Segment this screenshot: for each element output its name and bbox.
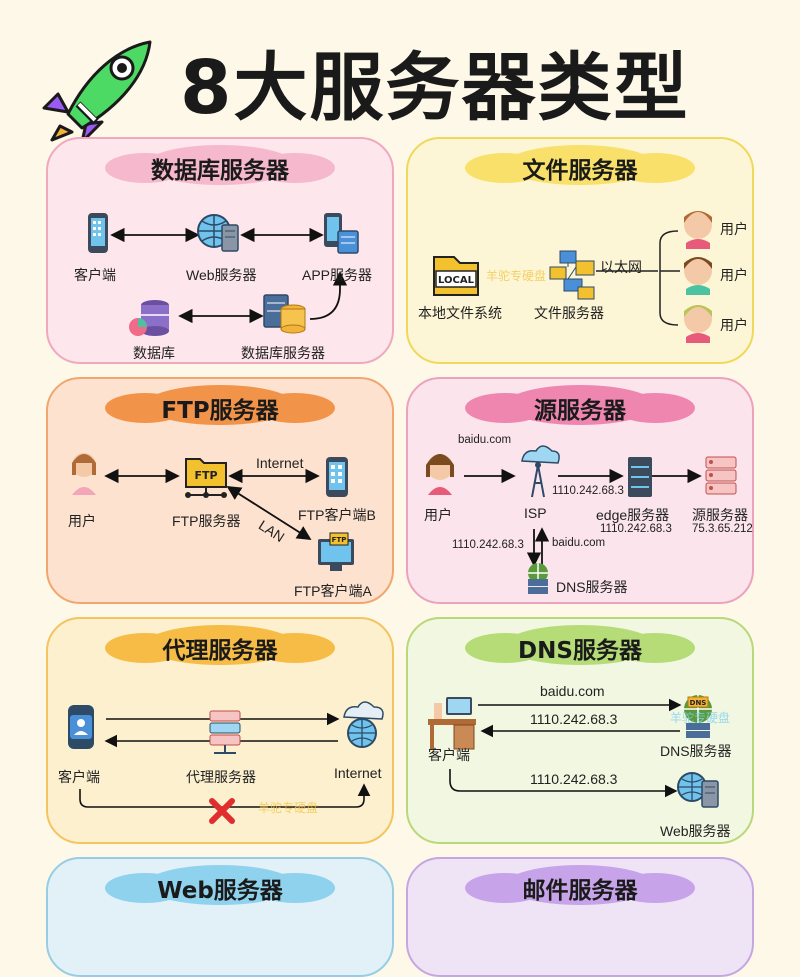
db-server-icon bbox=[263, 294, 306, 334]
label-ip: 1110.242.68.3 bbox=[452, 539, 524, 551]
db-diagram bbox=[88, 213, 359, 336]
dns-server-icon bbox=[528, 563, 548, 594]
card-proxy-server: 代理服务器 bbox=[46, 617, 394, 844]
label-ip: 1110.242.68.3 bbox=[530, 711, 618, 727]
label-client-a: FTP客户端A bbox=[294, 583, 372, 599]
folder-icon: LOCAL bbox=[433, 256, 479, 296]
label-db-server: 数据库服务器 bbox=[241, 345, 325, 361]
smartwatch-icon bbox=[68, 705, 94, 749]
label-dns-server: DNS服务器 bbox=[556, 579, 628, 595]
label-local-fs: 本地文件系统 bbox=[418, 305, 502, 321]
monitor-icon: FTP bbox=[318, 532, 354, 571]
file-server-icon bbox=[549, 250, 595, 300]
label-app-server: APP服务器 bbox=[302, 267, 373, 283]
label-web-server: Web服务器 bbox=[660, 823, 731, 839]
label-client: 客户端 bbox=[58, 769, 100, 785]
header-cloud: Web服务器 bbox=[105, 865, 335, 905]
header-cloud: 数据库服务器 bbox=[105, 145, 335, 185]
user-icon bbox=[684, 305, 712, 343]
card-database-server: 数据库服务器 bbox=[46, 137, 394, 364]
label-edge-server: edge服务器 bbox=[596, 507, 670, 523]
label-domain: baidu.com bbox=[552, 537, 606, 549]
header-cloud: 文件服务器 bbox=[465, 145, 695, 185]
label-ip: 1110.242.68.3 bbox=[552, 485, 624, 497]
label-web-server: Web服务器 bbox=[186, 267, 257, 283]
label-user: 用户 bbox=[720, 267, 748, 283]
card-ftp-server: FTP服务器 FTP bbox=[46, 377, 394, 604]
dns-server-icon: DNS bbox=[684, 695, 712, 738]
header-cloud: 代理服务器 bbox=[105, 625, 335, 665]
label-ftp-server: FTP服务器 bbox=[172, 513, 241, 529]
card-web-server: Web服务器 bbox=[46, 857, 394, 977]
label-isp: ISP bbox=[524, 505, 547, 521]
label-internet: Internet bbox=[256, 455, 304, 471]
local-tag: LOCAL bbox=[438, 275, 475, 286]
label-client: 客户端 bbox=[428, 747, 470, 763]
proxy-diagram bbox=[68, 701, 384, 824]
user-icon bbox=[72, 453, 96, 495]
header-cloud: DNS服务器 bbox=[465, 625, 695, 665]
phone-icon bbox=[326, 457, 348, 497]
database-icon bbox=[129, 300, 169, 336]
label-user: 用户 bbox=[720, 221, 748, 237]
header-cloud: 源服务器 bbox=[465, 385, 695, 425]
header-cloud: FTP服务器 bbox=[105, 385, 335, 425]
card-file-server: 文件服务器 LOCAL bbox=[406, 137, 754, 364]
label-file-server: 文件服务器 bbox=[534, 305, 604, 321]
label-user: 用户 bbox=[68, 513, 96, 529]
card-title: 文件服务器 bbox=[522, 158, 638, 184]
watermark: 羊驼专硬盘 bbox=[670, 711, 731, 725]
web-server-icon bbox=[197, 214, 239, 252]
label-user: 用户 bbox=[424, 507, 452, 523]
card-title: 代理服务器 bbox=[162, 638, 278, 664]
blocked-x-icon bbox=[209, 798, 235, 824]
label-proxy-server: 代理服务器 bbox=[186, 769, 256, 785]
label-domain: baidu.com bbox=[540, 683, 605, 699]
app-server-icon bbox=[324, 213, 359, 254]
card-mail-server: 邮件服务器 bbox=[406, 857, 754, 977]
watermark: 羊驼专硬盘 bbox=[486, 269, 547, 283]
isp-tower-icon bbox=[521, 445, 560, 498]
label-origin-ip: 75.3.65.212 bbox=[692, 523, 753, 535]
watermark: 羊驼专硬盘 bbox=[258, 801, 319, 815]
origin-diagram bbox=[426, 445, 737, 594]
label-client-b: FTP客户端B bbox=[298, 507, 376, 523]
edge-server-icon bbox=[628, 457, 652, 497]
user-icon bbox=[684, 257, 712, 295]
internet-globe-icon bbox=[343, 701, 384, 748]
svg-text:FTP: FTP bbox=[332, 536, 347, 544]
label-client: 客户端 bbox=[74, 267, 116, 283]
label-dns-server: DNS服务器 bbox=[660, 743, 732, 759]
label-domain: baidu.com bbox=[458, 434, 512, 446]
card-dns-server: DNS服务器 DNS bbox=[406, 617, 754, 844]
user-icon bbox=[426, 454, 454, 495]
label-ip: 1110.242.68.3 bbox=[530, 771, 618, 787]
rocket-icon bbox=[42, 40, 152, 144]
card-origin-server: 源服务器 bbox=[406, 377, 754, 604]
ftp-diagram: FTP FTP bbox=[72, 453, 354, 571]
phone-icon bbox=[88, 213, 108, 253]
proxy-server-icon bbox=[209, 710, 241, 754]
label-origin-server: 源服务器 bbox=[692, 507, 748, 523]
dns-diagram: DNS bbox=[428, 695, 719, 808]
card-title: 源服务器 bbox=[534, 398, 626, 424]
ftp-server-icon: FTP bbox=[185, 458, 227, 498]
label-ethernet: 以太网 bbox=[600, 259, 642, 275]
dns-tag: DNS bbox=[690, 699, 707, 707]
label-internet: Internet bbox=[334, 765, 382, 781]
page-title: 8大服务器类型 bbox=[180, 45, 690, 131]
card-title: 数据库服务器 bbox=[151, 158, 289, 184]
label-edge-ip: 1110.242.68.3 bbox=[600, 523, 672, 535]
label-user: 用户 bbox=[720, 317, 748, 333]
card-title: FTP服务器 bbox=[161, 398, 279, 424]
card-title: DNS服务器 bbox=[518, 638, 642, 664]
origin-server-icon bbox=[705, 456, 737, 495]
header-cloud: 邮件服务器 bbox=[465, 865, 695, 905]
web-server-icon bbox=[677, 772, 719, 808]
desk-computer-icon bbox=[428, 697, 476, 750]
ftp-tag: FTP bbox=[194, 469, 217, 482]
user-icon bbox=[684, 211, 712, 249]
file-diagram: LOCAL bbox=[433, 211, 712, 343]
label-database: 数据库 bbox=[133, 345, 175, 361]
